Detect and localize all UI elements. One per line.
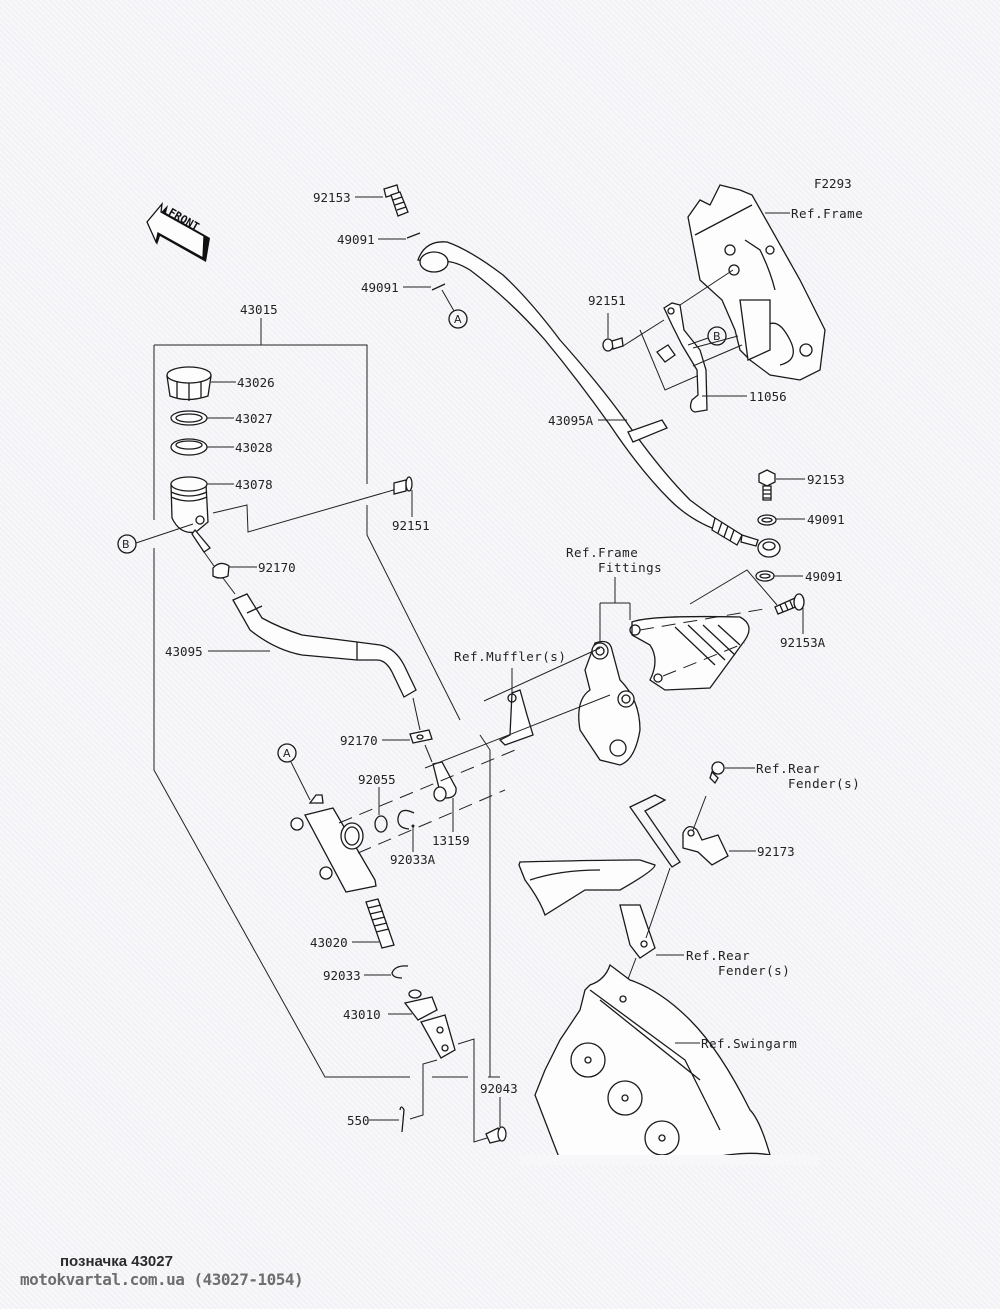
part-label-49091-top1[interactable]: 49091 <box>337 232 375 247</box>
part-label-43095A[interactable]: 43095A <box>548 413 594 428</box>
part-label-92170-top[interactable]: 92170 <box>258 560 296 575</box>
callout-b-left-label: B <box>122 538 130 551</box>
reservoir-body <box>170 476 211 553</box>
part-label-92151-left[interactable]: 92151 <box>392 518 430 533</box>
part-label-43027[interactable]: 43027 <box>235 411 273 426</box>
frame-ref <box>687 184 826 381</box>
hose-43095A <box>417 241 718 531</box>
bolt-92153A <box>774 593 805 615</box>
cotter-pin-550 <box>399 1106 405 1133</box>
reservoir-group: 43015 43026 43027 43028 43078 <box>117 302 521 1144</box>
source-link[interactable]: motokvartal.com.ua (43027-1054) <box>20 1270 304 1289</box>
part-label-49091-right2[interactable]: 49091 <box>805 569 843 584</box>
callout-a-lower-label: A <box>283 747 291 760</box>
ref-rear-fender-2-line2: Fender(s) <box>718 963 790 978</box>
ref-frame-fittings-line2: Fittings <box>598 560 662 575</box>
piston-43020 <box>365 898 395 949</box>
part-label-92151-right[interactable]: 92151 <box>588 293 626 308</box>
figure-code: F2293 <box>814 176 852 191</box>
part-label-13159[interactable]: 13159 <box>432 833 470 848</box>
bracket-11056 <box>663 302 708 413</box>
part-label-49091-top2[interactable]: 49091 <box>361 280 399 295</box>
push-rod-43010 <box>403 989 456 1059</box>
washer-49091-top1 <box>406 232 421 239</box>
part-label-92153-top[interactable]: 92153 <box>313 190 351 205</box>
ref-frame-label: Ref.Frame <box>791 206 863 221</box>
master-cylinder <box>290 794 377 893</box>
banjo-bolt-92153-right <box>758 469 776 501</box>
callout-a-upper-label: A <box>454 313 462 326</box>
part-label-11056[interactable]: 11056 <box>749 389 787 404</box>
screw-92151-left <box>393 476 413 495</box>
washer-49091-top2 <box>431 283 446 291</box>
clamp-92170-mid <box>409 729 433 744</box>
part-label-92153-right[interactable]: 92153 <box>807 472 845 487</box>
circlip-92033 <box>391 965 409 979</box>
frame-bracket-group: Ref.Frame 11056 B 92151 <box>588 184 863 413</box>
part-label-43028[interactable]: 43028 <box>235 440 273 455</box>
part-label-92033A[interactable]: 92033A <box>390 852 436 867</box>
circlip-92033A <box>397 809 415 830</box>
washer-49091-right1 <box>757 514 777 526</box>
part-label-43015[interactable]: 43015 <box>240 302 278 317</box>
ref-swingarm-label: Ref.Swingarm <box>701 1036 797 1051</box>
hose-43095 <box>232 593 417 698</box>
heel-guard <box>631 615 750 691</box>
clamp-92170-top <box>212 562 230 579</box>
callout-b-right <box>707 326 727 346</box>
washer-49091-right2 <box>755 570 775 582</box>
part-label-43026[interactable]: 43026 <box>237 375 275 390</box>
ref-rear-fender-1-line2: Fender(s) <box>788 776 860 791</box>
banjo-bolt-92153-top <box>383 184 409 217</box>
part-label-92043[interactable]: 92043 <box>480 1081 518 1096</box>
ref-rear-fender-1-line1: Ref.Rear <box>756 761 820 776</box>
fitting-13159 <box>432 761 457 799</box>
front-arrow-icon: FRONT <box>146 201 210 262</box>
ref-muffler-label: Ref.Muffler(s) <box>454 649 566 664</box>
upper-hose-group: 92153 49091 49091 A 43095A 92153 4 <box>313 184 845 650</box>
ref-rear-fender-2-line1: Ref.Rear <box>686 948 750 963</box>
part-label-43095[interactable]: 43095 <box>165 644 203 659</box>
clamp-92173 <box>682 826 729 866</box>
part-label-92055[interactable]: 92055 <box>358 772 396 787</box>
bracket-wire <box>629 794 681 868</box>
part-label-49091-right1[interactable]: 49091 <box>807 512 845 527</box>
callout-a-upper <box>448 309 468 329</box>
part-label-92033[interactable]: 92033 <box>323 968 361 983</box>
part-label-43078[interactable]: 43078 <box>235 477 273 492</box>
part-label-43020[interactable]: 43020 <box>310 935 348 950</box>
part-label-92170-mid[interactable]: 92170 <box>340 733 378 748</box>
caption: позначка 43027 <box>60 1253 173 1270</box>
callout-b-right-label: B <box>713 330 721 343</box>
reservoir-cap <box>166 366 212 401</box>
muffler-bracket <box>498 689 534 746</box>
ref-frame-fittings-line1: Ref.Frame <box>566 545 638 560</box>
part-label-43010[interactable]: 43010 <box>343 1007 381 1022</box>
screw-92151-right <box>602 337 624 352</box>
part-label-550[interactable]: 550 <box>347 1113 370 1128</box>
frame-fittings-group: Ref.Frame Fittings Ref.Muffler(s) <box>424 545 778 1077</box>
part-label-92173[interactable]: 92173 <box>757 844 795 859</box>
bolt-rear-fender <box>709 761 725 785</box>
part-label-92153A[interactable]: 92153A <box>780 635 826 650</box>
rear-fender-group: Ref.Rear Fender(s) 92173 Ref.Rear Fender… <box>518 761 860 1161</box>
callout-b-left <box>117 534 137 554</box>
callout-a-lower <box>277 743 297 763</box>
footpeg-bracket <box>578 640 641 766</box>
o-ring-92055 <box>374 815 388 833</box>
